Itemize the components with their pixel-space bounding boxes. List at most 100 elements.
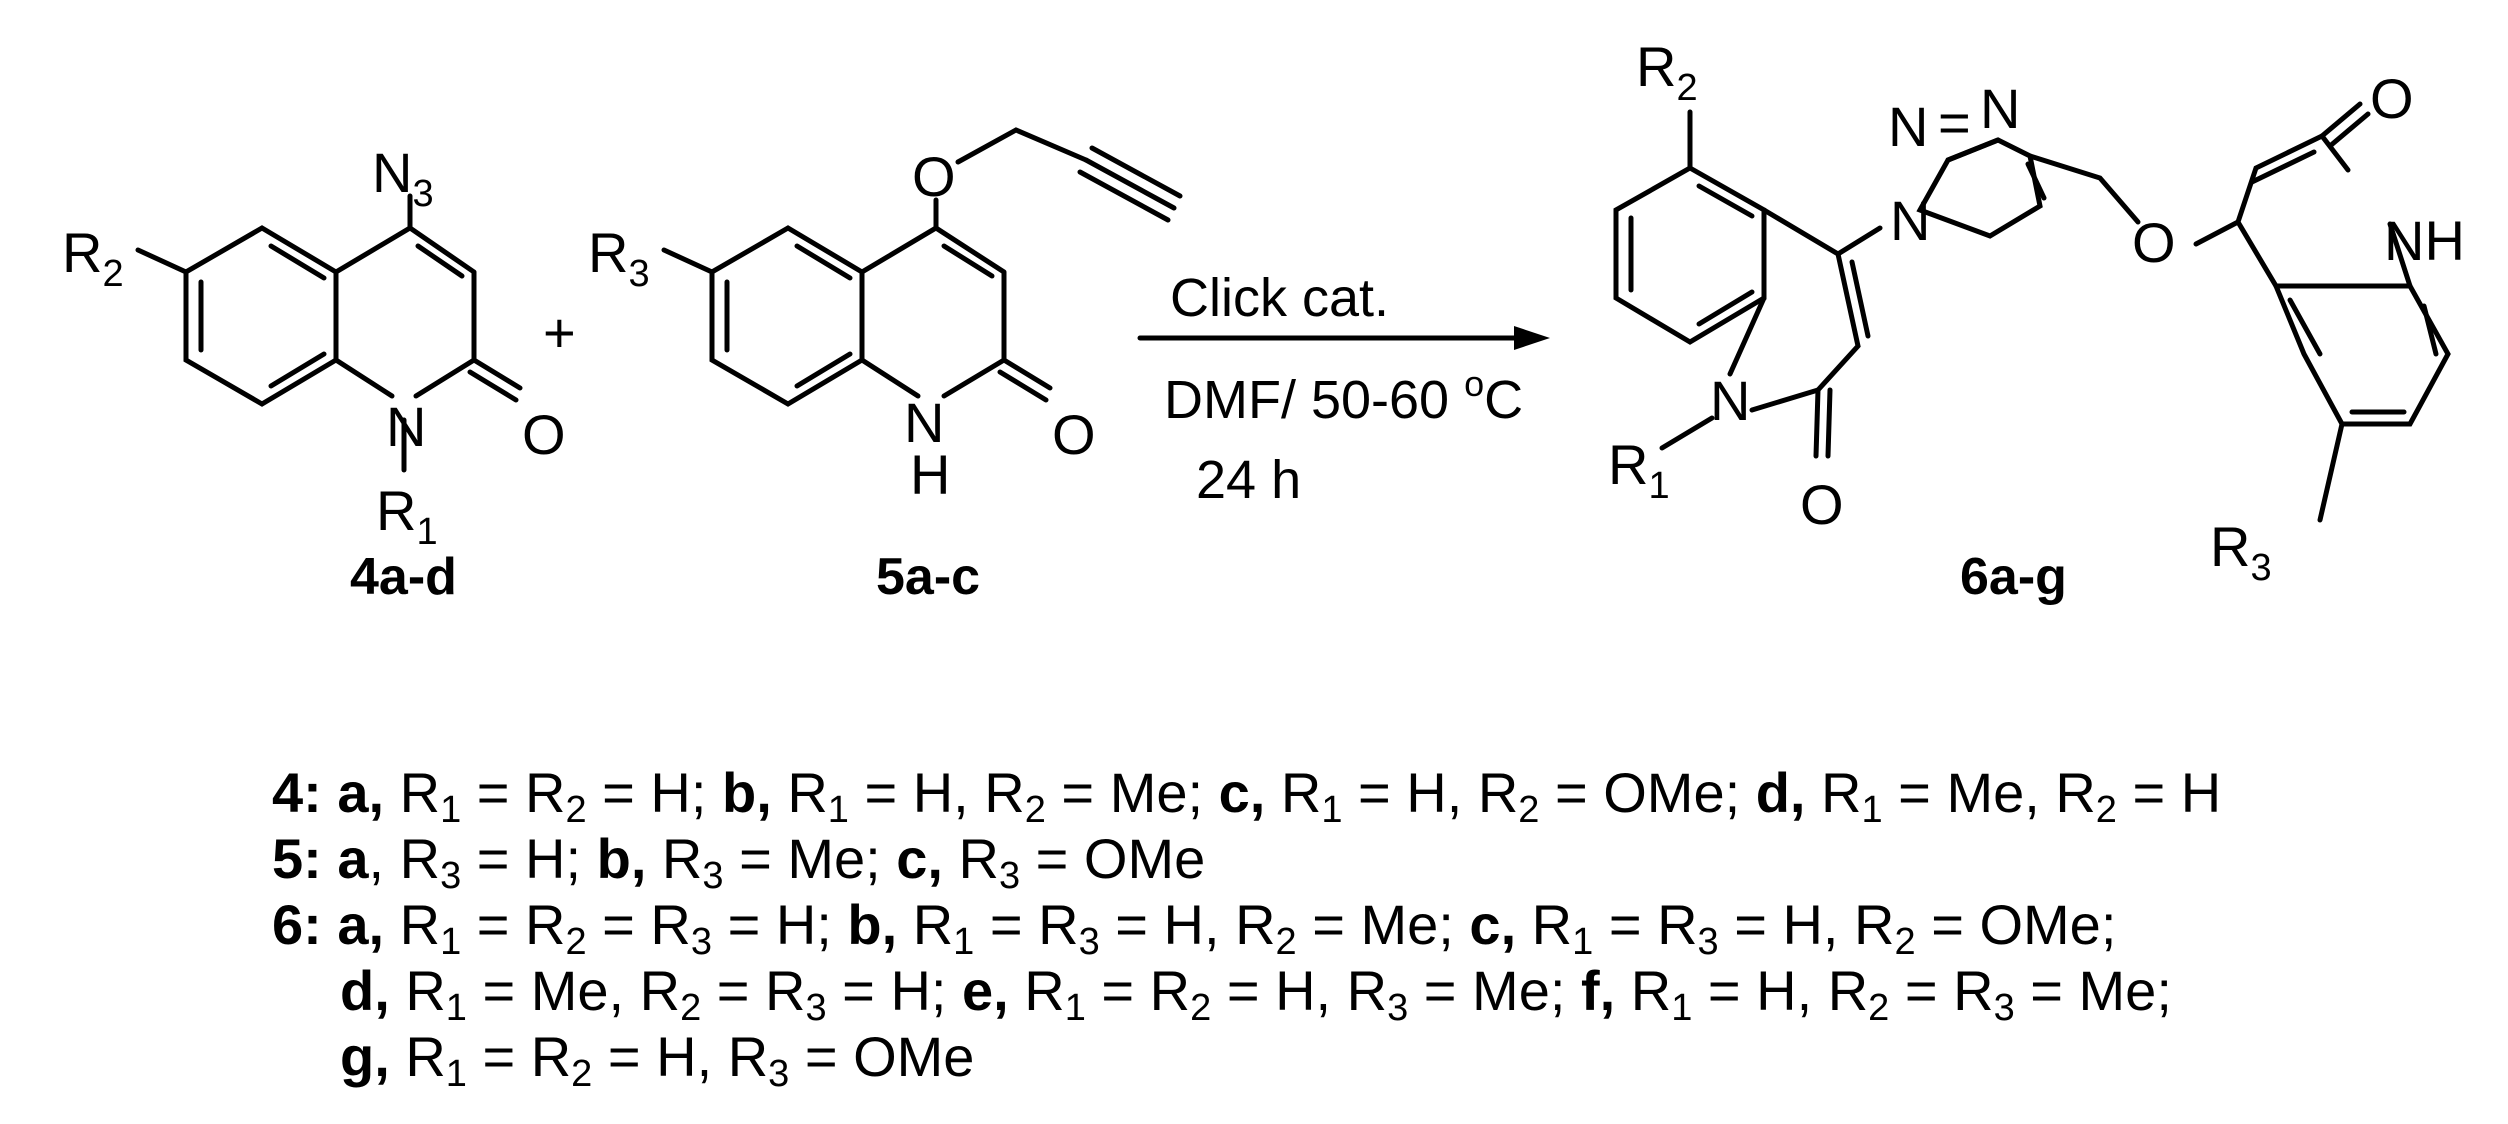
legend-text: = R [701, 959, 806, 1022]
legend-subscript: 2 [680, 987, 702, 1029]
legend-text: = H, R [1342, 761, 1519, 824]
legend-subscript: 1 [440, 921, 462, 963]
legend-line-6-cont: g, R1 = R2 = H, R3 = OMe [272, 1024, 2221, 1093]
legend-text: R [389, 1025, 446, 1088]
legend-bold-label: b, [722, 761, 772, 824]
legend-text: = H, R [1211, 959, 1388, 1022]
atom-o-carbonyl: O [2370, 67, 2414, 130]
legend-subscript: 1 [440, 789, 462, 831]
legend-text: R [1615, 959, 1672, 1022]
legend-subscript: 3 [440, 855, 462, 897]
legend-text: R [942, 827, 999, 890]
legend-text: R [646, 827, 703, 890]
legend-text: R [897, 893, 954, 956]
legend-text: R [384, 761, 441, 824]
legend-subscript: 3 [1993, 987, 2015, 1029]
legend-text: = R [1085, 959, 1191, 1022]
legend-text: = Me; [1408, 959, 1581, 1022]
legend-bold-label: e, [962, 959, 1009, 1022]
legend-text: = Me, R [466, 959, 681, 1022]
legend-subscript: 2 [565, 789, 587, 831]
legend-bold-label: c, [1218, 761, 1266, 824]
legend-subscript: 3 [1697, 921, 1719, 963]
legend-subscript: 3 [768, 1053, 790, 1095]
legend-bold-label: f, [1580, 959, 1616, 1022]
legend-bold-label: d, [340, 959, 390, 1022]
legend-subscript: 1 [1064, 987, 1086, 1029]
compound-label-5: 5a-c [876, 548, 980, 606]
condition-time: 24 h [1196, 450, 1301, 510]
atom-n-ring: N [904, 391, 944, 454]
legend-bold-label: 6: [272, 893, 338, 956]
legend-subscript: 1 [445, 987, 467, 1029]
legend-line-5: 5: a, R3 = H; b, R3 = Me; c, R3 = OMe [272, 826, 2221, 895]
legend-text: = H; [586, 761, 722, 824]
legend-subscript: 3 [690, 921, 713, 963]
legend-bold-label: a, [337, 893, 385, 956]
legend-subscript: 1 [1861, 789, 1883, 831]
legend-text: R [389, 959, 446, 1022]
atom-o-ether: O [2132, 211, 2176, 274]
legend-text: = H [2116, 761, 2222, 824]
legend-text: = Me; [1045, 761, 1219, 824]
legend-subscript: 2 [1024, 789, 1046, 831]
legend-text: = Me; [723, 827, 897, 890]
legend-text: R [1265, 761, 1322, 824]
atom-o-carbonyl: O [1800, 473, 1844, 536]
legend-text: = Me; [2014, 959, 2172, 1022]
legend-text: = Me, R [1882, 761, 2096, 824]
label-r1: R1 [1608, 433, 1670, 507]
atom-o-carbonyl: O [1052, 403, 1096, 466]
legend-line-4: 4: a, R1 = R2 = H; b, R1 = H, R2 = Me; c… [272, 760, 2222, 829]
legend-text: R [384, 893, 441, 956]
atom-n-triazole: N [1888, 95, 1928, 158]
legend-bold-label: 5: [272, 827, 338, 890]
legend-text: = R [586, 893, 691, 956]
condition-catalyst: Click cat. [1170, 268, 1389, 328]
legend-text: = Me; [1296, 893, 1470, 956]
legend-text: = R [1593, 893, 1698, 956]
legend-text: = OMe [789, 1025, 975, 1088]
atom-nh-amide: NH [2384, 209, 2465, 272]
legend-subscript: 2 [1190, 987, 1212, 1029]
atom-o-ether: O [912, 145, 956, 208]
compound-5-structure [661, 127, 1183, 407]
legend-bold-label: b, [596, 827, 647, 890]
legend-text: = OMe [1020, 827, 1206, 890]
legend-subscript: 2 [2095, 789, 2117, 831]
legend-subscript: 2 [1518, 789, 1540, 831]
legend-subscript: 2 [565, 921, 587, 963]
legend-text: = R [461, 893, 566, 956]
legend-subscript: 3 [702, 855, 724, 897]
legend-subscript: 2 [571, 1053, 593, 1095]
atom-n-triazole: N [1890, 189, 1930, 252]
legend-text: = OMe; [1915, 893, 2117, 956]
atom-n-azide: N3 [372, 141, 434, 215]
compound-label-6: 6a-g [1960, 548, 2067, 606]
legend-text: = H; [712, 893, 848, 956]
compound-label-4: 4a-d [350, 548, 457, 606]
legend-text: = R [1889, 959, 1994, 1022]
legend-line-6: 6: a, R1 = R2 = R3 = H; b, R1 = R3 = H, … [272, 892, 2221, 961]
legend-subscript: 3 [1387, 987, 1409, 1029]
legend-subscript: 1 [445, 1053, 467, 1095]
legend-subscript: 1 [1572, 921, 1594, 963]
atom-n-ring: N [386, 395, 426, 458]
atom-h-amide: H [910, 443, 950, 506]
plus-sign: + [543, 301, 576, 364]
legend-line-6-cont: d, R1 = Me, R2 = R3 = H; e, R1 = R2 = H,… [272, 958, 2221, 1027]
legend-subscript: 1 [1671, 987, 1693, 1029]
label-r2: R2 [1636, 35, 1698, 109]
legend-bold-label: c, [896, 827, 943, 890]
legend-subscript: 1 [1321, 789, 1343, 831]
legend-text: , R [368, 827, 441, 890]
triazole-double-bond: = [1938, 91, 1971, 154]
atom-o-carbonyl: O [522, 403, 566, 466]
legend-subscript: 2 [1868, 987, 1890, 1029]
legend-text: = H, R [848, 761, 1025, 824]
legend-bold-label: a, [337, 761, 385, 824]
condition-solvent-temp: DMF/ 50-60 oC [1164, 363, 1523, 430]
legend-subscript: 2 [1275, 921, 1297, 963]
legend-bold-label: b, [847, 893, 898, 956]
legend-text: = H; [461, 827, 597, 890]
